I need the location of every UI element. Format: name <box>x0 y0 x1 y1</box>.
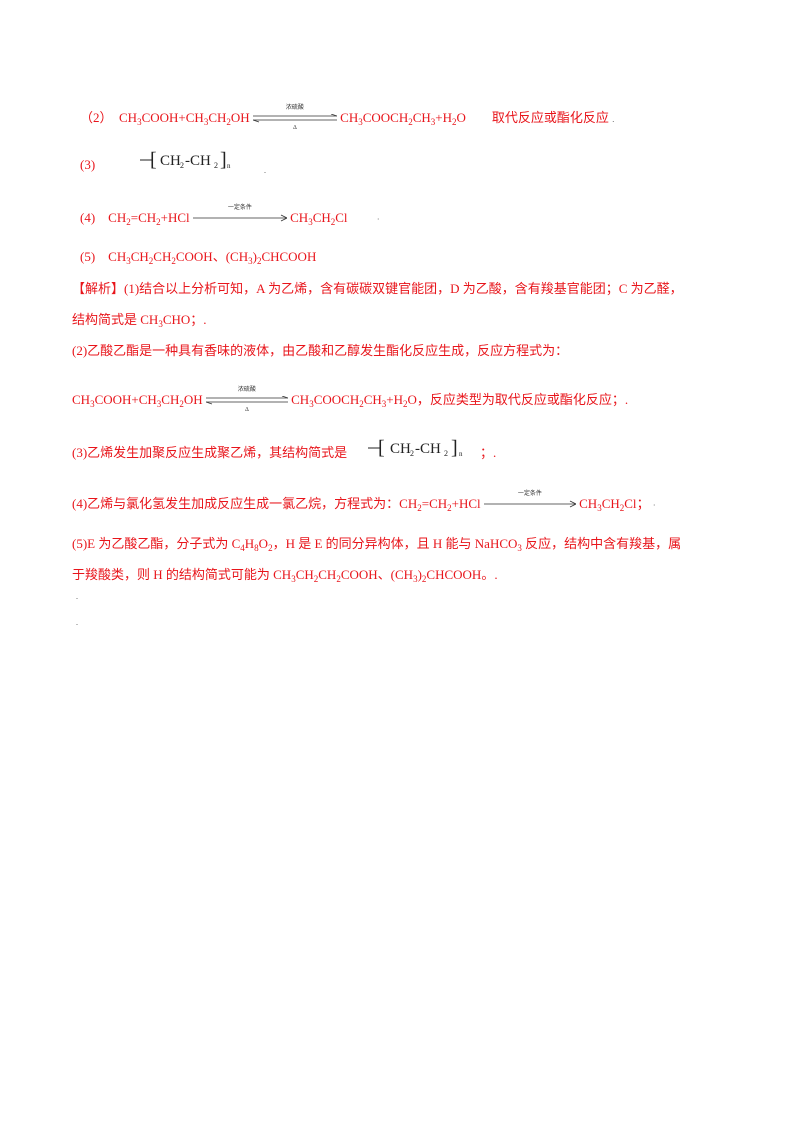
polyethylene-structure: [ CH 2 -CH 2 ] n <box>368 437 463 459</box>
svg-text:[: [ <box>150 149 157 171</box>
polymer-n: n <box>227 162 231 170</box>
svg-text:2: 2 <box>444 449 448 458</box>
condition-bottom: Δ <box>244 407 249 413</box>
condition-top: 一定条件 <box>517 491 542 497</box>
svg-text:CH: CH <box>160 153 181 169</box>
analysis-p1b: 结构简式是 CH3CHO；. <box>72 312 207 329</box>
answer-3: (3) <box>80 156 95 174</box>
svg-text:2: 2 <box>214 161 218 170</box>
svg-text:-CH: -CH <box>415 441 441 457</box>
svg-text:CH: CH <box>390 441 411 457</box>
analysis-p3-polymer: [ CH 2 -CH 2 ] n <box>368 436 474 467</box>
double-arrow-icon <box>205 396 288 405</box>
analysis-p2-equation: CH3COOH+CH3CH2OH 浓硫酸 Δ CH3COOCH2CH3+H2O，… <box>72 387 629 413</box>
svg-text:]: ] <box>451 437 458 459</box>
analysis-p1a: 【解析】(1)结合以上分析可知，A 为乙烯，含有碳碳双键官能团，D 为乙酸，含有… <box>72 281 683 296</box>
analysis-p2: (2)乙酸乙酯是一种具有香味的液体，由乙酸和乙醇发生酯化反应生成，反应方程式为： <box>72 343 569 358</box>
answer-2-rhs: CH3COOCH2CH3+H2O <box>340 109 466 127</box>
svg-text:[: [ <box>378 437 385 459</box>
analysis-p5b: 于羧酸类，则 H 的结构简式可能为 CH3CH2CH2COOH、(CH3)2CH… <box>72 567 498 584</box>
answer-3-number: (3) <box>80 157 96 172</box>
answer-5: (5) CH3CH2CH2COOH、(CH3)2CHCOOH <box>80 248 316 266</box>
reaction-arrow: 一定条件 <box>192 205 287 230</box>
analysis-p3: (3)乙烯发生加聚反应生成聚乙烯，其结构简式是 <box>72 445 348 460</box>
answer-4: (4) CH2=CH2+HCl 一定条件 CH3CH2Cl · <box>80 205 380 230</box>
answer-3-polymer: [ CH 2 -CH 2 ] n <box>140 148 240 179</box>
analysis-label: 【解析】 <box>72 281 125 296</box>
right-arrow-icon <box>192 214 287 222</box>
condition-top: 浓硫酸 <box>237 387 256 393</box>
answer-5-number: (5) <box>80 249 96 264</box>
answer-4-tail: · <box>376 214 380 224</box>
answer-2-type: 取代反应或酯化反应 <box>491 109 609 125</box>
condition-top: 一定条件 <box>227 205 252 211</box>
answer-4-number: (4) <box>80 209 96 225</box>
double-arrow-icon <box>252 114 337 123</box>
analysis-p5a: (5)E 为乙酸乙酯，分子式为 C4H8O2，H 是 E 的同分异构体，且 H … <box>72 536 682 553</box>
answer-5-structures: CH3CH2CH2COOH、(CH3)2CHCOOH <box>108 249 317 266</box>
paragraph-mark-1: . <box>76 592 78 601</box>
svg-text:n: n <box>459 450 463 458</box>
analysis-p4: (4)乙烯与氯化氢发生加成反应生成一氯乙烷，方程式为：CH2=CH2+HCl 一… <box>72 491 656 516</box>
svg-text:]: ] <box>220 149 227 171</box>
equilibrium-arrow: 浓硫酸 Δ <box>205 387 288 413</box>
svg-text:2: 2 <box>410 449 414 458</box>
condition-top: 浓硫酸 <box>285 105 304 111</box>
answer-4-rhs: CH3CH2Cl <box>290 209 348 227</box>
answer-4-lhs: CH2=CH2+HCl <box>108 209 190 227</box>
answer-2-lhs: CH3COOH+CH3CH2OH <box>119 109 250 127</box>
svg-text:-CH: -CH <box>185 153 211 169</box>
answer-2: （2） CH3COOH+CH3CH2OH 浓硫酸 Δ CH3COOCH2CH3+… <box>80 105 615 131</box>
condition-bottom: Δ <box>292 125 297 131</box>
answer-2-number: （2） <box>80 109 113 125</box>
answer-2-tail: . <box>612 114 615 124</box>
answer-3-tail: . <box>264 166 266 175</box>
reaction-arrow: 一定条件 <box>483 491 576 516</box>
analysis-p3-tail: ；. <box>480 445 497 460</box>
polyethylene-structure: [ CH 2 -CH 2 ] n <box>140 149 231 171</box>
right-arrow-icon <box>483 500 576 508</box>
paragraph-mark-2: . <box>76 618 78 627</box>
equilibrium-arrow: 浓硫酸 Δ <box>252 105 337 131</box>
svg-text:2: 2 <box>180 161 184 170</box>
